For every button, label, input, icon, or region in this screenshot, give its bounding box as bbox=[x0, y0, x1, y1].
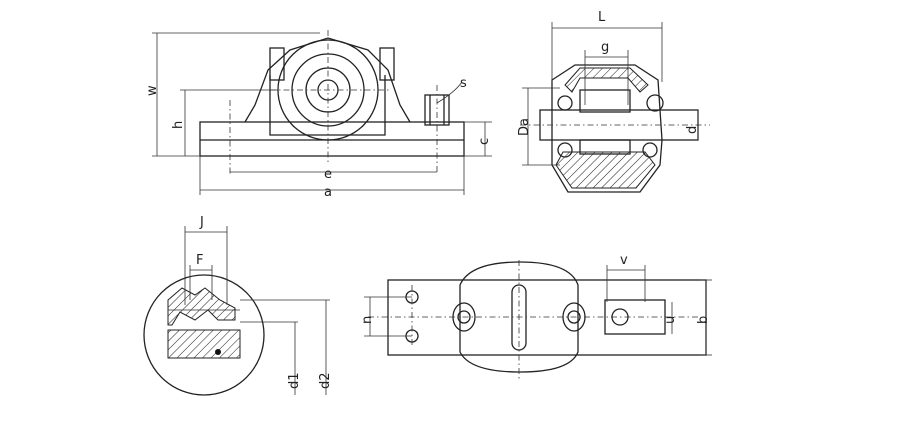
cap-bolt-left bbox=[269, 47, 285, 81]
top-view: n v u b bbox=[360, 253, 712, 380]
dim-label-L: L bbox=[598, 10, 606, 25]
dim-label-u: u bbox=[663, 316, 678, 324]
dim-label-b: b bbox=[696, 316, 711, 324]
side-housing bbox=[551, 64, 663, 193]
dim-label-d1: d1 bbox=[287, 372, 302, 389]
dim-label-F: F bbox=[196, 253, 203, 268]
cap-bolt-right bbox=[379, 47, 395, 81]
dim-label-J: J bbox=[199, 215, 204, 230]
dim-label-d2: d2 bbox=[318, 372, 333, 389]
dim-label-a: a bbox=[324, 185, 332, 200]
side-section-view: L g Da d bbox=[517, 10, 710, 193]
front-view: w h c e a s bbox=[145, 30, 492, 200]
dim-label-c: c bbox=[477, 138, 492, 145]
dim-label-h: h bbox=[171, 121, 186, 129]
seal-detail-view: J F d1 d2 bbox=[143, 215, 333, 396]
dim-label-g: g bbox=[601, 40, 609, 55]
front-housing bbox=[244, 37, 411, 123]
dim-label-Da: Da bbox=[517, 118, 532, 136]
top-housing bbox=[459, 261, 579, 373]
dim-label-s: s bbox=[460, 76, 467, 91]
dim-label-e: e bbox=[324, 167, 332, 182]
dim-label-d: d bbox=[685, 126, 700, 134]
dim-label-w: w bbox=[145, 85, 160, 96]
dim-label-v: v bbox=[620, 253, 628, 268]
front-base bbox=[199, 121, 465, 157]
detail-circle bbox=[143, 274, 265, 396]
dim-label-n: n bbox=[360, 316, 375, 324]
top-base-plate bbox=[387, 279, 707, 356]
